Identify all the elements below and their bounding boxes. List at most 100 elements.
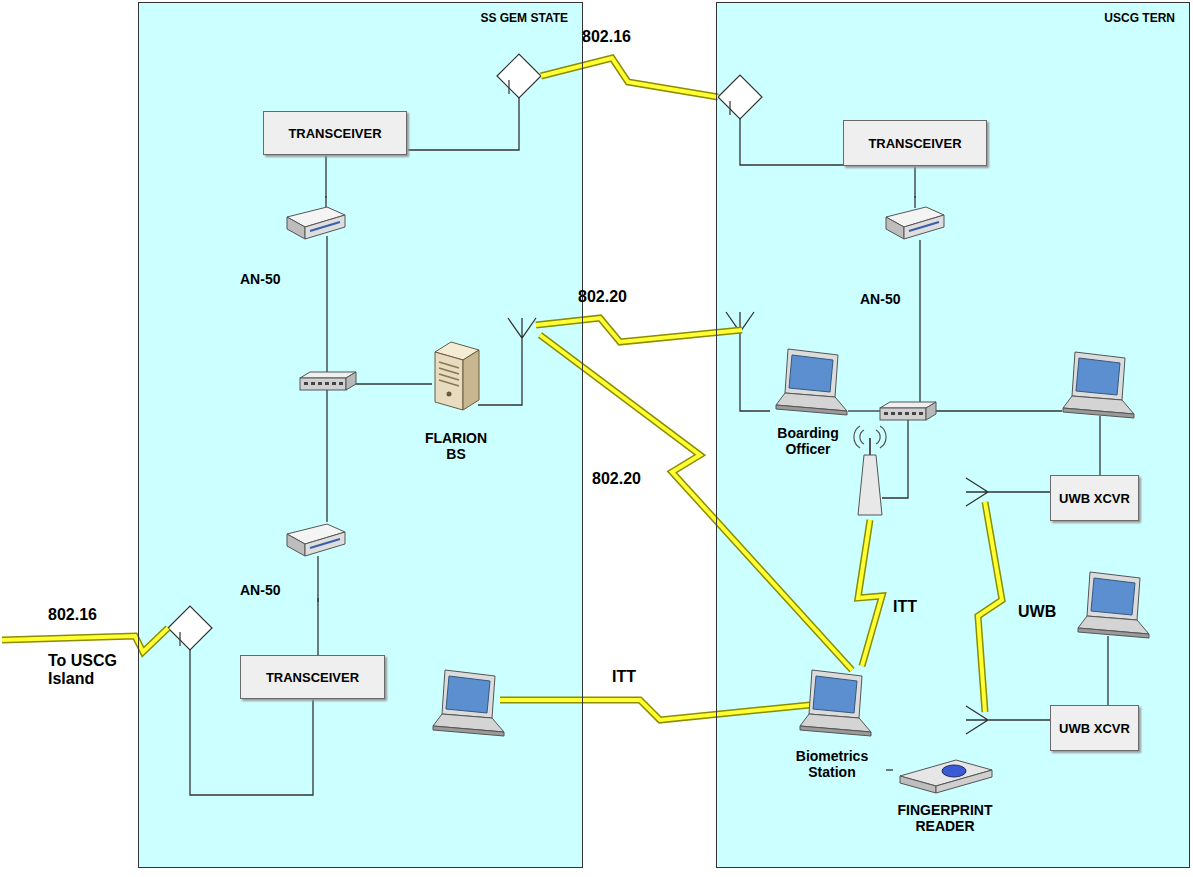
wire [935, 410, 1062, 411]
wire [326, 236, 327, 372]
access-point [854, 426, 886, 515]
laptop-screen [1076, 358, 1120, 395]
wire [726, 312, 770, 411]
laptop-screen [813, 676, 857, 713]
reader-icon [896, 752, 994, 794]
laptop-lid [785, 349, 838, 397]
transceiver-box: TRANSCEIVER [240, 655, 385, 699]
link-label: UWB [1018, 603, 1068, 621]
switch-port [891, 412, 895, 415]
wire [317, 556, 318, 602]
wire [740, 119, 843, 165]
wire [1099, 416, 1100, 475]
modem-side [305, 532, 345, 556]
modem-stripe [909, 222, 939, 231]
switch-port [898, 412, 902, 415]
wire-connector [886, 769, 893, 770]
transceiver-box: UWB XCVR [1050, 475, 1139, 521]
wireless-link-outline [536, 318, 742, 342]
radio-device: AN-50 [240, 515, 350, 598]
link-label: ITT [612, 668, 652, 686]
an50-icon [283, 203, 349, 243]
antenna-feed [179, 632, 180, 646]
region-title: USCG TERN [717, 3, 1189, 25]
laptop-base [800, 726, 871, 736]
wireless-link [540, 335, 852, 670]
laptop [1078, 572, 1149, 638]
server-slot [439, 374, 459, 380]
radio-waves [854, 426, 886, 448]
wireless-link-outline [541, 58, 718, 97]
laptop-lid [1087, 572, 1140, 620]
laptop-base [776, 405, 847, 415]
laptop-lid [442, 670, 495, 718]
node-label: Biometrics Station [782, 748, 882, 780]
fingerprint-reader: FINGERPRINT READER [893, 752, 997, 834]
link-label: 802.20 [578, 288, 648, 306]
node-label: Boarding Officer [766, 425, 850, 457]
wire [919, 240, 920, 402]
network-switch [300, 372, 356, 390]
wireless-link [978, 502, 1002, 712]
switch-port [905, 412, 909, 415]
switch-side [926, 402, 936, 420]
wire [848, 410, 880, 411]
ship-region: USCG TERNTRANSCEIVERAN-50Boarding Office… [716, 2, 1190, 868]
wire [1107, 636, 1108, 705]
wire-connector [317, 598, 318, 655]
switch-port [332, 382, 336, 385]
switch-port [339, 382, 343, 385]
node-label: TRANSCEIVER [266, 670, 359, 685]
switch-front [300, 378, 346, 390]
access-point-mast [869, 438, 871, 455]
region-title: SS GEM STATE [139, 3, 582, 25]
an50-icon [882, 203, 948, 243]
laptop [1063, 352, 1134, 418]
server-icon [429, 338, 483, 412]
node-label: FLARION BS [419, 430, 493, 462]
access-point-body [858, 455, 882, 515]
laptop-station: Biometrics Station [778, 666, 886, 780]
modem-front [287, 217, 305, 239]
modem-side [305, 215, 345, 239]
switch-front [880, 408, 926, 420]
wireless-link-outline [2, 628, 168, 652]
node-label: AN-50 [240, 582, 340, 598]
reader-front [900, 776, 936, 793]
wire-connector [914, 166, 915, 198]
wireless-link [2, 628, 168, 652]
wireless-link-outline [500, 700, 810, 720]
server-front [435, 352, 463, 410]
node-label: TRANSCEIVER [288, 126, 381, 141]
wire [882, 420, 908, 498]
wireless-link-outline [858, 520, 882, 666]
switch-port [884, 412, 888, 415]
modem-front [287, 534, 305, 556]
region-fill [138, 2, 583, 868]
switch-port [318, 382, 322, 385]
node-label: AN-50 [240, 271, 340, 287]
wire [407, 98, 519, 150]
switch-side [346, 372, 356, 390]
wire [478, 318, 536, 405]
server-slot [439, 380, 459, 386]
laptop-screen [1091, 578, 1135, 615]
dish-antenna [718, 75, 762, 119]
server-side [463, 350, 479, 410]
laptop-station: Boarding Officer [762, 345, 854, 457]
laptop-screen [446, 676, 490, 713]
laptop-base [433, 726, 504, 736]
wireless-link [858, 520, 882, 666]
radio-device: AN-50 [240, 198, 350, 287]
link-label: 802.16 [582, 28, 652, 46]
dish-antenna [168, 606, 212, 650]
switch-port [325, 382, 329, 385]
laptop-icon [792, 668, 872, 738]
transceiver-box: TRANSCEIVER [843, 120, 987, 166]
modem-stripe [310, 539, 340, 548]
an50-icon [283, 520, 349, 560]
transceiver-box: TRANSCEIVER [263, 111, 407, 155]
base-station: FLARION BS [408, 338, 504, 462]
